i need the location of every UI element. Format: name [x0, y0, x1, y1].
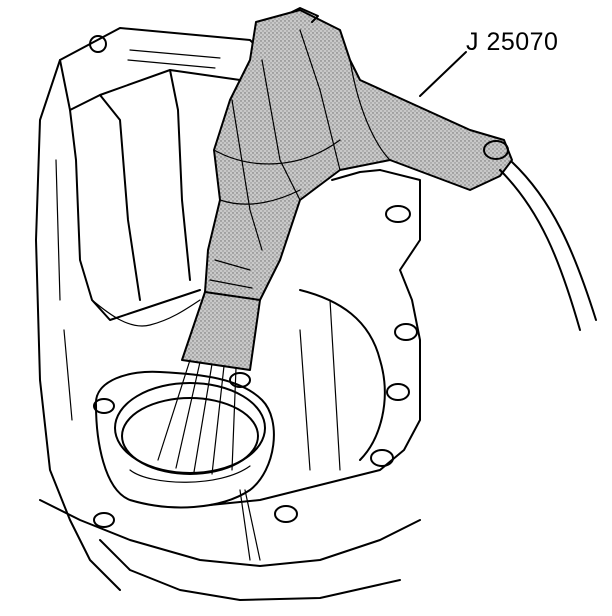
transmission-case	[35, 27, 263, 591]
tool-callout-label: J 25070	[466, 28, 559, 56]
case-flange	[209, 169, 421, 523]
case-lower-edge	[39, 489, 421, 601]
callout-leader-line	[419, 51, 467, 97]
bearing-bore	[93, 370, 275, 528]
air-blow-tool	[157, 7, 597, 475]
